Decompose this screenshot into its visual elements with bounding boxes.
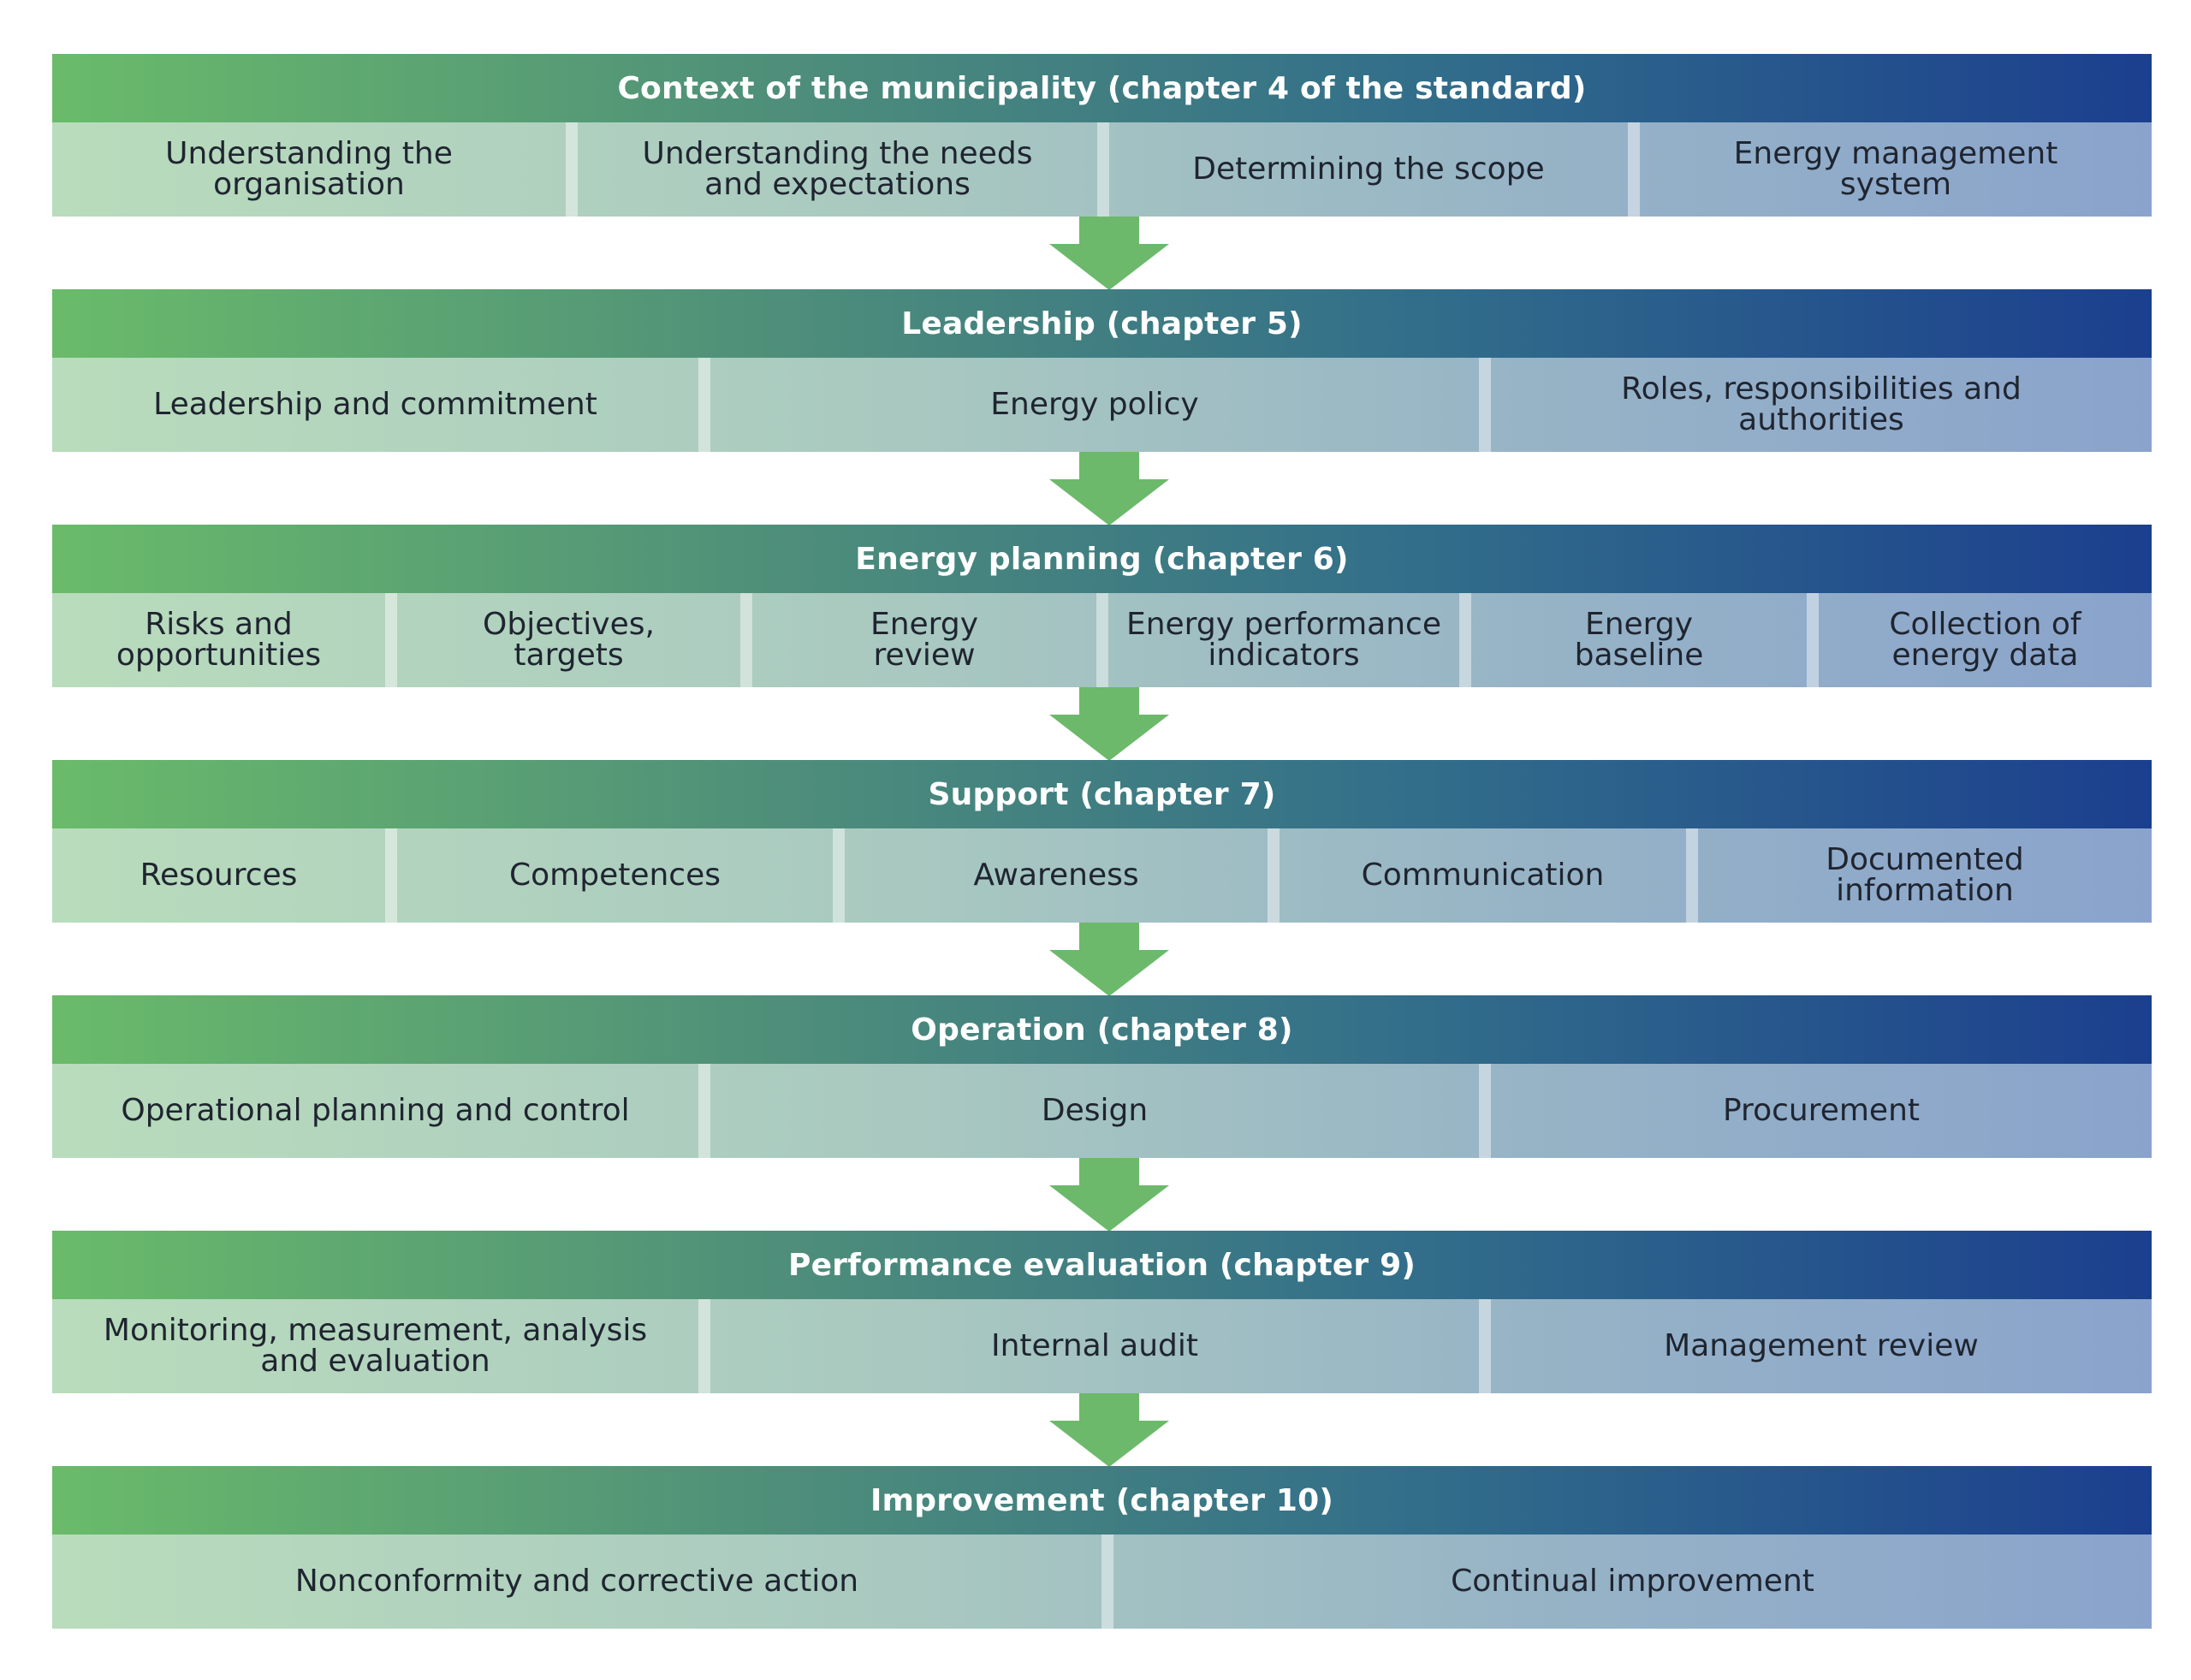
divider bbox=[1101, 1535, 1113, 1629]
arrow-shape bbox=[1049, 452, 1169, 525]
item-risks-opportunities: Risks and opportunities bbox=[116, 607, 322, 673]
flow-arrow-down-icon bbox=[1049, 923, 1169, 996]
section-items: Leadership and commitment Energy policy … bbox=[52, 358, 2152, 452]
flow-arrow-down-icon bbox=[1049, 452, 1169, 525]
item-roles-responsibilities: Roles, responsibilities and authorities bbox=[1621, 371, 2022, 437]
section-title: Context of the municipality (chapter 4 o… bbox=[52, 54, 2152, 122]
item-needs-expectations: Understanding the needs and expectations bbox=[642, 136, 1033, 202]
flow-arrow-down-icon bbox=[1049, 1393, 1169, 1467]
section-title: Leadership (chapter 5) bbox=[52, 289, 2152, 358]
section-operation: Operation (chapter 8) Operational planni… bbox=[52, 995, 2152, 1158]
divider bbox=[1096, 593, 1108, 687]
divider bbox=[385, 828, 397, 923]
divider bbox=[833, 828, 845, 923]
item-energy-management-system: Energy management system bbox=[1733, 136, 2058, 202]
item-energy-policy: Energy policy bbox=[990, 387, 1199, 422]
section-title: Improvement (chapter 10) bbox=[52, 1466, 2152, 1535]
flow-arrow-down-icon bbox=[1049, 217, 1169, 290]
item-determining-scope: Determining the scope bbox=[1192, 151, 1545, 187]
item-monitoring-measurement: Monitoring, measurement, analysis and ev… bbox=[103, 1313, 648, 1379]
divider bbox=[698, 358, 710, 452]
item-documented-information: Documented information bbox=[1826, 842, 2024, 908]
item-energy-performance-indicators: Energy performance indicators bbox=[1125, 607, 1442, 673]
divider bbox=[566, 122, 578, 217]
section-items: Monitoring, measurement, analysis and ev… bbox=[52, 1299, 2152, 1393]
divider bbox=[698, 1299, 710, 1393]
item-continual-improvement: Continual improvement bbox=[1451, 1564, 1814, 1599]
divider bbox=[1097, 122, 1109, 217]
section-performance-evaluation: Performance evaluation (chapter 9) Monit… bbox=[52, 1231, 2152, 1393]
arrow-shape bbox=[1049, 1393, 1169, 1467]
divider bbox=[1268, 828, 1280, 923]
section-items: Risks and opportunities Objectives, targ… bbox=[52, 593, 2152, 687]
section-context: Context of the municipality (chapter 4 o… bbox=[52, 54, 2152, 217]
item-leadership-commitment: Leadership and commitment bbox=[153, 387, 597, 422]
section-title: Operation (chapter 8) bbox=[52, 995, 2152, 1064]
arrow-shape bbox=[1049, 923, 1169, 996]
divider bbox=[1479, 1064, 1491, 1158]
item-awareness: Awareness bbox=[973, 858, 1139, 893]
arrow-shape bbox=[1049, 217, 1169, 290]
section-title: Energy planning (chapter 6) bbox=[52, 525, 2152, 593]
item-objectives-targets: Objectives, targets bbox=[483, 607, 655, 673]
item-nonconformity-corrective-action: Nonconformity and corrective action bbox=[294, 1564, 859, 1599]
divider bbox=[698, 1064, 710, 1158]
item-resources: Resources bbox=[140, 858, 298, 893]
divider bbox=[1686, 828, 1698, 923]
item-management-review: Management review bbox=[1664, 1328, 1979, 1363]
item-operational-planning: Operational planning and control bbox=[121, 1093, 630, 1128]
divider bbox=[740, 593, 752, 687]
divider bbox=[1628, 122, 1640, 217]
section-support: Support (chapter 7) Resources Competence… bbox=[52, 760, 2152, 923]
divider bbox=[1459, 593, 1471, 687]
divider bbox=[1479, 1299, 1491, 1393]
section-items: Understanding the organisation Understan… bbox=[52, 122, 2152, 217]
arrow-shape bbox=[1049, 687, 1169, 761]
item-energy-review: Energy review bbox=[870, 607, 979, 673]
item-procurement: Procurement bbox=[1722, 1093, 1921, 1128]
flow-arrow-down-icon bbox=[1049, 1158, 1169, 1232]
flow-arrow-down-icon bbox=[1049, 687, 1169, 761]
section-title: Support (chapter 7) bbox=[52, 760, 2152, 828]
item-understanding-organisation: Understanding the organisation bbox=[165, 136, 453, 202]
section-energy-planning: Energy planning (chapter 6) Risks and op… bbox=[52, 525, 2152, 687]
section-items: Operational planning and control Design … bbox=[52, 1064, 2152, 1158]
section-improvement: Improvement (chapter 10) Nonconformity a… bbox=[52, 1466, 2152, 1629]
section-items: Nonconformity and corrective action Cont… bbox=[52, 1535, 2152, 1629]
divider bbox=[1479, 358, 1491, 452]
item-design: Design bbox=[1041, 1093, 1149, 1128]
arrow-shape bbox=[1049, 1158, 1169, 1232]
item-collection-energy-data: Collection of energy data bbox=[1889, 607, 2081, 673]
divider bbox=[385, 593, 397, 687]
divider bbox=[1807, 593, 1819, 687]
item-energy-baseline: Energy baseline bbox=[1574, 607, 1704, 673]
section-items: Resources Competences Awareness Communic… bbox=[52, 828, 2152, 923]
item-communication: Communication bbox=[1361, 858, 1605, 893]
item-internal-audit: Internal audit bbox=[990, 1328, 1199, 1363]
item-competences: Competences bbox=[508, 858, 721, 893]
section-title: Performance evaluation (chapter 9) bbox=[52, 1231, 2152, 1299]
section-leadership: Leadership (chapter 5) Leadership and co… bbox=[52, 289, 2152, 452]
